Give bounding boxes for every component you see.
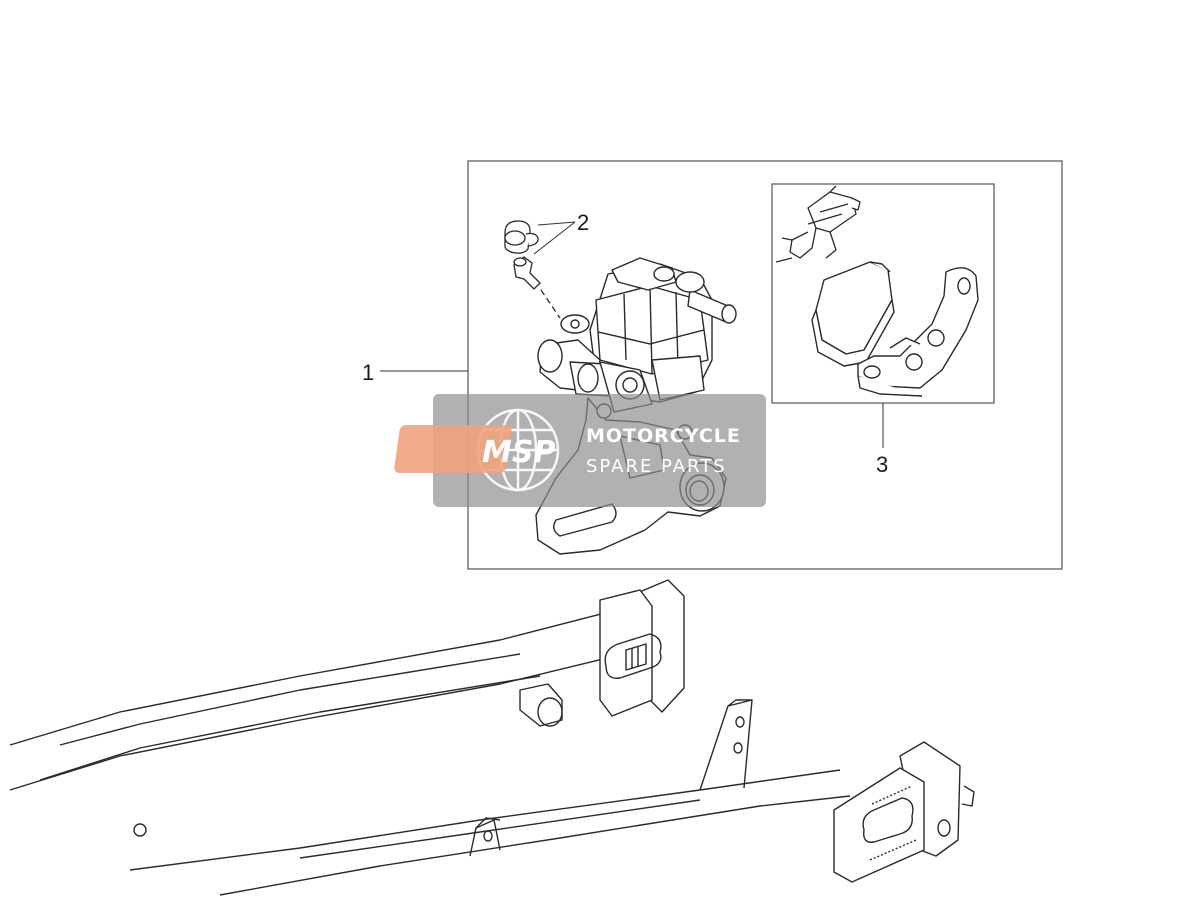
callout-2[interactable]: 2 [533,210,589,255]
watermark-logo-badge [394,425,512,473]
callout-1[interactable]: 1 [362,360,468,385]
swingarm-drawing [9,579,975,896]
watermark-line-1: MOTORCYCLE [586,425,741,447]
watermark-logo: MSP [482,435,555,470]
bleeder-cap-drawing [504,220,539,254]
assembly-frame [467,160,1063,570]
callout-1-label: 1 [362,360,374,385]
brake-pad-drawing [811,261,895,367]
bleeder-screw-drawing [513,256,561,319]
pad-spring-drawing [775,185,861,263]
watermark-background [433,394,766,507]
callout-3[interactable]: 3 [876,403,888,477]
callout-2-label: 2 [577,210,589,235]
callout-3-label: 3 [876,452,888,477]
watermark: MSP MOTORCYCLE SPARE PARTS [394,394,766,507]
watermark-line-2: SPARE PARTS [586,456,727,477]
pad-shim-drawing [857,267,979,397]
